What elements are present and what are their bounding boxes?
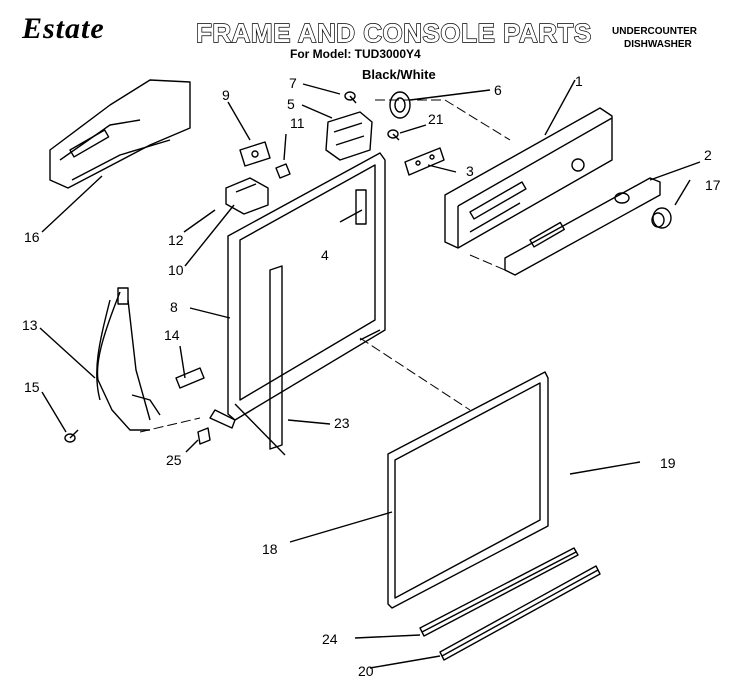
callout-14: 14 [164, 327, 180, 343]
switch-assembly-part-5 [325, 111, 373, 161]
callout-8: 8 [170, 299, 178, 315]
callout-25: 25 [166, 452, 182, 468]
color-variant: Black/White [362, 67, 436, 82]
page-title: FRAME AND CONSOLE PARTS [195, 18, 592, 48]
callout-20: 20 [358, 663, 374, 679]
console-frame-part-1 [444, 107, 613, 249]
appliance-type-line2: DISHWASHER [624, 39, 692, 50]
callout-23: 23 [334, 415, 350, 431]
strip-part-23 [269, 265, 283, 450]
callout-18: 18 [262, 541, 278, 557]
clip-part-25 [197, 427, 211, 445]
screw-part-15 [64, 429, 79, 443]
knob-part-17 [651, 207, 672, 229]
alignment-lines [139, 99, 511, 433]
callout-16: 16 [24, 229, 40, 245]
screw-part-21 [387, 129, 400, 141]
callout-2: 2 [704, 147, 712, 163]
terminal-part-14 [175, 367, 205, 389]
clip-part-11 [275, 163, 291, 179]
bracket-part-3 [404, 147, 445, 176]
callout-6: 6 [494, 82, 502, 98]
door-frame-part-8 [209, 152, 386, 429]
trim-part-20 [439, 565, 601, 661]
callout-5: 5 [287, 96, 295, 112]
callout-11: 11 [290, 115, 305, 131]
callout-24: 24 [322, 631, 338, 647]
switch-part-9 [239, 141, 271, 167]
trim-part-24 [419, 547, 579, 637]
callout-4: 4 [321, 247, 329, 263]
callout-7: 7 [289, 75, 297, 91]
leader-lines [39, 79, 701, 669]
model-number: For Model: TUD3000Y4 [290, 47, 421, 61]
callout-12: 12 [168, 232, 184, 248]
callout-15: 15 [24, 379, 40, 395]
callout-1: 1 [575, 73, 583, 89]
actuator-part-6 [389, 91, 411, 119]
callout-19: 19 [660, 455, 676, 471]
callout-13: 13 [22, 317, 38, 333]
callout-10: 10 [168, 262, 184, 278]
callout-21: 21 [428, 111, 444, 127]
screw-part-7 [344, 91, 357, 104]
callout-17: 17 [705, 177, 721, 193]
console-panel-part-2 [504, 177, 661, 276]
console-cover-part-16 [49, 79, 191, 189]
callout-9: 9 [222, 87, 230, 103]
wire-harness-part-13 [96, 287, 161, 431]
callout-3: 3 [466, 163, 474, 179]
door-panel-part-19 [387, 371, 549, 609]
appliance-type-line1: UNDERCOUNTER [612, 26, 697, 37]
brand-logo: Estate [22, 12, 105, 45]
latch-part-10 [225, 177, 269, 215]
